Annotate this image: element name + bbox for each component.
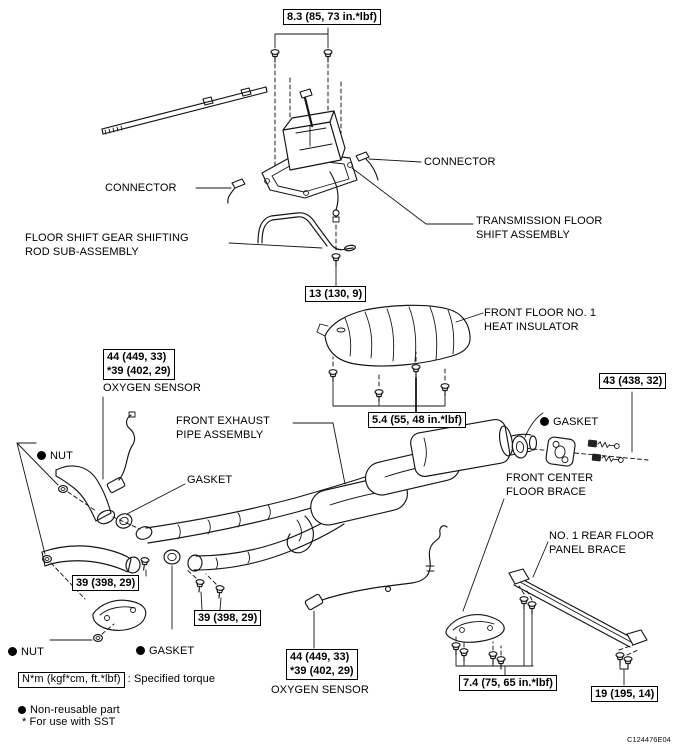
legend-non-reusable: Non-reusable part <box>18 690 120 718</box>
legend-torque: N*m (kgf*cm, ft.*lbf): Specified torque <box>18 658 215 688</box>
non-reusable-dot-icon <box>8 646 17 656</box>
label-connector-left: CONNECTOR <box>105 182 177 194</box>
oxygen-sensor-bottom <box>305 526 447 648</box>
torque-box-front-pipe-b: 39 (398, 29) <box>194 610 262 627</box>
torque-unit-box: N*m (kgf*cm, ft.*lbf) <box>18 671 125 688</box>
non-reusable-dot-icon <box>18 705 26 714</box>
pipe-support-bracket <box>50 569 225 642</box>
label-oxygen-sensor-top: OXYGEN SENSOR <box>103 382 201 394</box>
non-reusable-dot-icon <box>37 450 46 460</box>
oxygen-sensor-top <box>103 397 135 493</box>
tailpipe-hardware <box>511 392 648 467</box>
label-heat-insulator: FRONT FLOOR NO. 1 HEAT INSULATOR <box>484 307 597 333</box>
leader-transmission <box>352 168 473 224</box>
figure-code: C124476E04 <box>627 735 671 744</box>
label-gasket-bottom: GASKET <box>136 631 194 659</box>
label-front-center-brace: FRONT CENTER FLOOR BRACE <box>506 472 594 498</box>
shift-cable <box>102 87 267 134</box>
connector-left-part <box>196 179 245 203</box>
rear-floor-panel-brace <box>509 542 647 685</box>
legend-sst: * For use with SST <box>22 716 116 728</box>
label-oxygen-sensor-bottom: OXYGEN SENSOR <box>271 684 369 696</box>
heat-insulator <box>317 305 483 412</box>
label-gasket-right: GASKET <box>540 402 598 430</box>
torque-box-tailpipe: 43 (438, 32) <box>599 373 667 390</box>
label-nut-top: NUT <box>37 436 73 464</box>
torque-box-shift-bolts: 8.3 (85, 73 in.*lbf) <box>283 9 381 26</box>
non-reusable-dot-icon <box>136 645 145 655</box>
torque-box-heat-insulator: 5.4 (55, 48 in.*lbf) <box>368 412 466 429</box>
torque-box-rear-brace: 19 (195, 14) <box>591 686 659 703</box>
torque-box-center-brace: 7.4 (75, 65 in.*lbf) <box>459 675 557 692</box>
label-transmission-floor-shift: TRANSMISSION FLOOR SHIFT ASSEMBLY <box>476 215 603 241</box>
label-rear-floor-brace: NO. 1 REAR FLOOR PANEL BRACE <box>549 530 654 556</box>
front-center-floor-brace <box>446 499 533 675</box>
shift-assembly <box>262 28 357 287</box>
torque-box-oxygen-bottom: 44 (449, 33) *39 (402, 29) <box>286 649 358 680</box>
label-floor-shift-rod: FLOOR SHIFT GEAR SHIFTING ROD SUB-ASSEMB… <box>25 232 189 258</box>
torque-box-front-pipe-a: 39 (398, 29) <box>72 575 140 592</box>
label-nut-bottom: NUT <box>8 632 44 660</box>
front-exhaust-pipe-assembly <box>42 418 537 629</box>
torque-box-oxygen-top: 44 (449, 33) *39 (402, 29) <box>103 349 175 380</box>
non-reusable-dot-icon <box>540 416 549 426</box>
nut-group-top <box>17 443 96 599</box>
leader-gasket-mid <box>127 484 185 514</box>
label-front-exhaust-pipe: FRONT EXHAUST PIPE ASSEMBLY <box>176 415 270 441</box>
label-connector-right: CONNECTOR <box>424 156 496 168</box>
connector-right-part <box>356 152 421 180</box>
shift-rod <box>229 213 356 252</box>
torque-box-shift-rod-nut: 13 (130, 9) <box>305 286 367 303</box>
label-gasket-mid: GASKET <box>187 474 233 486</box>
